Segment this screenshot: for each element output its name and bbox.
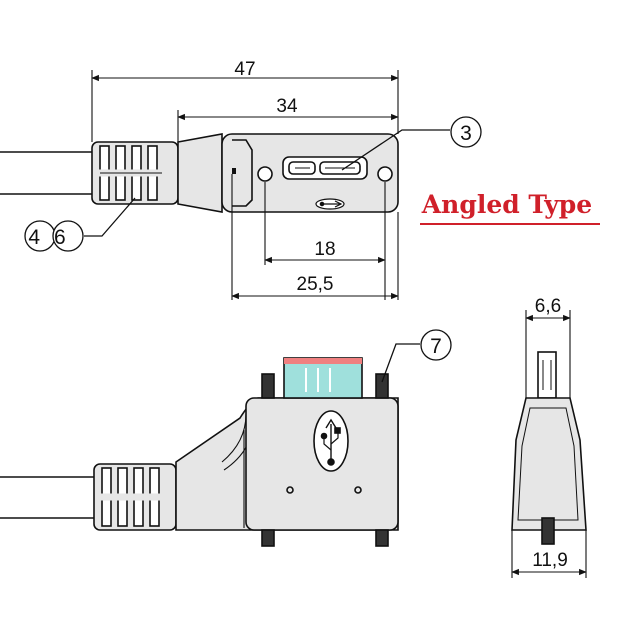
callout-7-label: 7 — [430, 335, 442, 358]
plug-tip — [537, 351, 557, 399]
callout-46 — [24, 197, 136, 252]
side-dimensions — [511, 310, 587, 578]
top-dimensions — [91, 70, 399, 300]
screw-bottom-right — [375, 529, 389, 547]
dim-body-width: 11,9 — [532, 550, 568, 571]
hole-right — [354, 486, 362, 494]
side-view — [511, 351, 587, 545]
dim-mount-spacing: 18 — [314, 239, 335, 260]
top-view — [0, 133, 399, 213]
callout-7 — [381, 329, 452, 383]
usb-logo-top-icon — [315, 198, 345, 210]
cable-top — [0, 151, 92, 195]
usb-trident-logo-icon — [313, 410, 349, 472]
port-top — [282, 156, 368, 180]
callout-3-label: 3 — [460, 122, 472, 145]
hole-left — [286, 486, 294, 494]
strain-relief-front — [93, 463, 177, 531]
callout-46-label: 46 — [28, 226, 79, 249]
neck-top — [177, 133, 223, 213]
title-angled-type: Angled Type — [421, 190, 592, 219]
cable-front — [0, 476, 94, 519]
dim-flange-width: 25,5 — [297, 274, 334, 295]
callout-3 — [341, 116, 482, 171]
dim-housing-length: 34 — [276, 96, 298, 117]
screw-bottom-left — [261, 529, 275, 547]
dim-plug-width: 6,6 — [535, 296, 561, 317]
port-front — [283, 357, 363, 399]
dim-overall-length: 47 — [234, 59, 255, 80]
screw-top-right — [375, 373, 389, 399]
screw-top-left — [261, 373, 275, 399]
strain-relief-top — [91, 141, 179, 205]
front-view — [0, 357, 399, 547]
side-screw — [541, 517, 555, 545]
